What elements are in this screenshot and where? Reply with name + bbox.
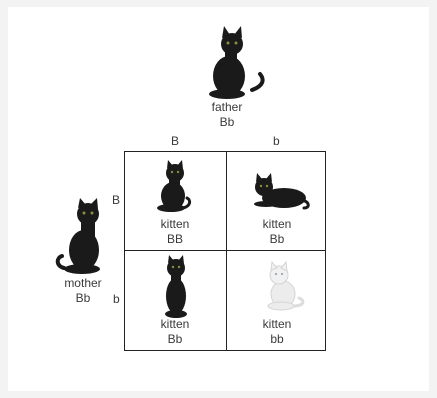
father-cat-image (209, 26, 265, 99)
grid-vertical-divider (226, 151, 227, 351)
punnett-square-grid (124, 151, 326, 351)
kitten-bb-lying-image (254, 173, 310, 210)
cell-2-label: kitten (262, 217, 292, 231)
cell-1-genotype: BB (166, 232, 183, 246)
cell-3-label: kitten (160, 317, 190, 331)
kitten-bb-image (157, 160, 192, 212)
father-label: father (211, 100, 243, 114)
mother-allele-1: B (112, 193, 121, 207)
cell-3-genotype: Bb (167, 332, 183, 346)
cell-2-genotype: Bb (269, 232, 285, 246)
grid-horizontal-divider (124, 250, 326, 251)
father-allele-2: b (273, 134, 280, 148)
kitten-bb-standing-image (165, 255, 187, 318)
cell-4-genotype: bb (270, 332, 284, 346)
cell-1-label: kitten (160, 217, 190, 231)
father-genotype: Bb (219, 115, 235, 129)
mother-cat-image (55, 198, 100, 274)
cell-4-label: kitten (262, 317, 292, 331)
mother-genotype: Bb (75, 291, 91, 305)
mother-label: mother (64, 276, 102, 290)
kitten-white-image (267, 260, 305, 311)
father-allele-1: B (171, 134, 180, 148)
mother-allele-2: b (113, 292, 120, 306)
